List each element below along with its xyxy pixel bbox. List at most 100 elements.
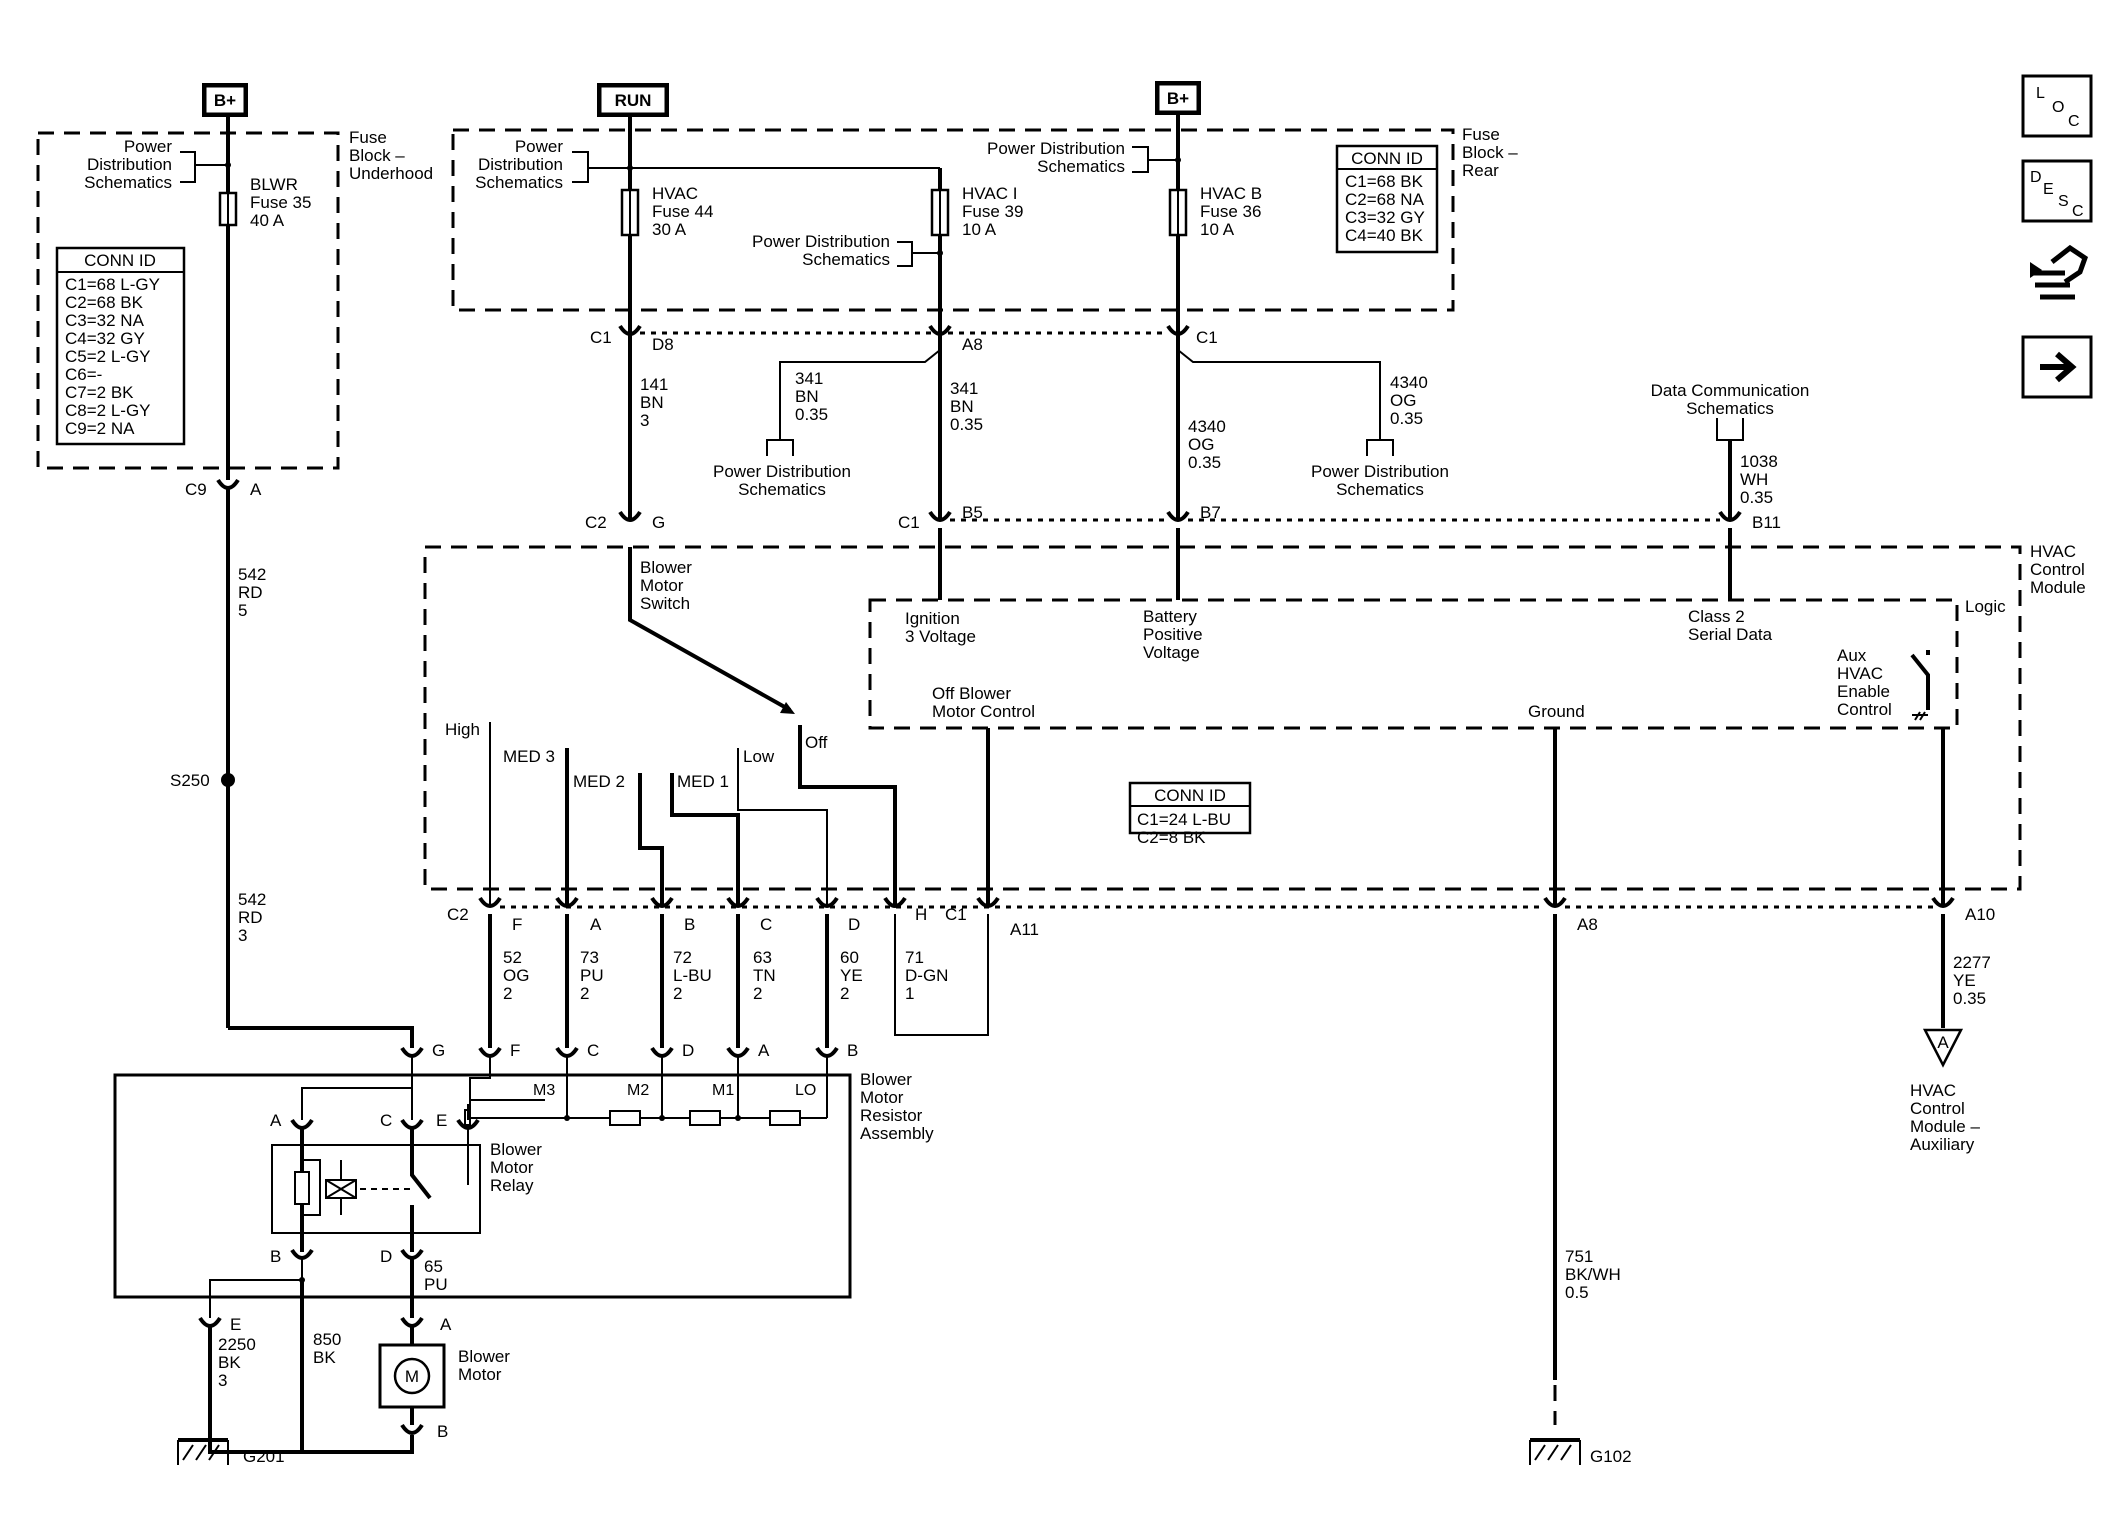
b11-pin: B11 xyxy=(1752,513,1781,532)
resistor-m3: M3 xyxy=(533,1082,555,1099)
svg-text:PU: PU xyxy=(580,966,604,985)
switch-med1: MED 1 xyxy=(677,772,729,791)
c1-b5-pin: B5 xyxy=(962,503,983,522)
svg-text:OG: OG xyxy=(503,966,529,985)
c2-g-pin: G xyxy=(652,513,665,532)
relay-pin-e: E xyxy=(436,1111,447,1130)
relay-pin-c: C xyxy=(380,1111,392,1130)
svg-text:L-BU: L-BU xyxy=(673,966,712,985)
switch-off: Off xyxy=(805,733,828,752)
a8-pin: A8 xyxy=(962,335,983,354)
svg-text:1: 1 xyxy=(905,984,914,1003)
c1-b5-conn: C1 xyxy=(898,513,920,532)
svg-text:141: 141 xyxy=(640,375,668,394)
logic-label: Logic xyxy=(1965,597,2006,616)
c9-pin: A xyxy=(250,480,262,499)
svg-text:73: 73 xyxy=(580,948,599,967)
switch-high: High xyxy=(445,720,480,739)
svg-text:341: 341 xyxy=(950,379,978,398)
top-connectors: C1 D8 A8 C1 xyxy=(590,324,1218,354)
svg-text:C: C xyxy=(2072,203,2084,220)
fuse-36-name: HVAC B xyxy=(1200,184,1262,203)
b7-pin: B7 xyxy=(1200,503,1221,522)
wire-71-label: 71D-GN1 xyxy=(905,948,948,1003)
conn-id-row: C4=40 BK xyxy=(1345,226,1424,245)
connector-harness-icon[interactable] xyxy=(2030,244,2089,300)
svg-text:341: 341 xyxy=(795,369,823,388)
blwr-fuse-name: BLWR xyxy=(250,175,298,194)
aux-module-flag xyxy=(1922,1028,1964,1068)
svg-text:4340: 4340 xyxy=(1188,417,1226,436)
wire-72-label: 72L-BU2 xyxy=(673,948,712,1003)
ra-pin-b: B xyxy=(847,1041,858,1060)
svg-text:L: L xyxy=(2036,85,2045,102)
svg-text:YE: YE xyxy=(840,966,863,985)
conn-id-row: C7=2 BK xyxy=(65,383,134,402)
underhood-conn-id-title: CONN ID xyxy=(84,251,156,270)
conn-id-row: C5=2 L-GY xyxy=(65,347,151,366)
svg-text:542: 542 xyxy=(238,890,266,909)
c1-d8-conn: C1 xyxy=(590,328,612,347)
ra-pin-f: F xyxy=(510,1041,520,1060)
c9-connector xyxy=(216,478,240,490)
rear-conn-id-title: CONN ID xyxy=(1351,149,1423,168)
svg-text:BK: BK xyxy=(218,1353,241,1372)
svg-text:0.5: 0.5 xyxy=(1565,1283,1589,1302)
svg-text:BK/WH: BK/WH xyxy=(1565,1265,1621,1284)
svg-text:4340: 4340 xyxy=(1390,373,1428,392)
svg-text:2: 2 xyxy=(840,984,849,1003)
ground-g102: G102 xyxy=(1529,1438,1632,1466)
aux-flag-label: A xyxy=(1937,1033,1949,1052)
motor-pin-b: B xyxy=(437,1422,448,1441)
svg-text:3: 3 xyxy=(640,411,649,430)
svg-text:1038: 1038 xyxy=(1740,452,1778,471)
desc-button[interactable]: D E S C xyxy=(2021,159,2093,223)
splice-label: S250 xyxy=(170,771,210,790)
svg-text:BN: BN xyxy=(795,387,819,406)
switch-med2: MED 2 xyxy=(573,772,625,791)
c9-conn: C9 xyxy=(185,480,207,499)
svg-text:BN: BN xyxy=(950,397,974,416)
svg-text:0.35: 0.35 xyxy=(1953,989,1986,1008)
conn-id-row: C4=32 GY xyxy=(65,329,145,348)
svg-text:63: 63 xyxy=(753,948,772,967)
svg-text:2250: 2250 xyxy=(218,1335,256,1354)
conn-id-row: C1=24 L-BU xyxy=(1137,810,1231,829)
motor-icon xyxy=(393,1357,431,1395)
next-button[interactable] xyxy=(2021,335,2093,399)
fuse-36-rating: 10 A xyxy=(1200,220,1235,239)
svg-text:D-GN: D-GN xyxy=(905,966,948,985)
conn-id-row: C1=68 BK xyxy=(1345,172,1424,191)
loc-button[interactable]: L O C xyxy=(2021,74,2093,138)
svg-text:BK: BK xyxy=(313,1348,336,1367)
conn-id-row: C2=8 BK xyxy=(1137,828,1206,847)
relay-pin-d: D xyxy=(380,1247,392,1266)
conn-id-row: C8=2 L-GY xyxy=(65,401,151,420)
fuse-39-number: Fuse 39 xyxy=(962,202,1023,221)
conn-id-row: C3=32 NA xyxy=(65,311,145,330)
fuse-39-rating: 10 A xyxy=(962,220,997,239)
